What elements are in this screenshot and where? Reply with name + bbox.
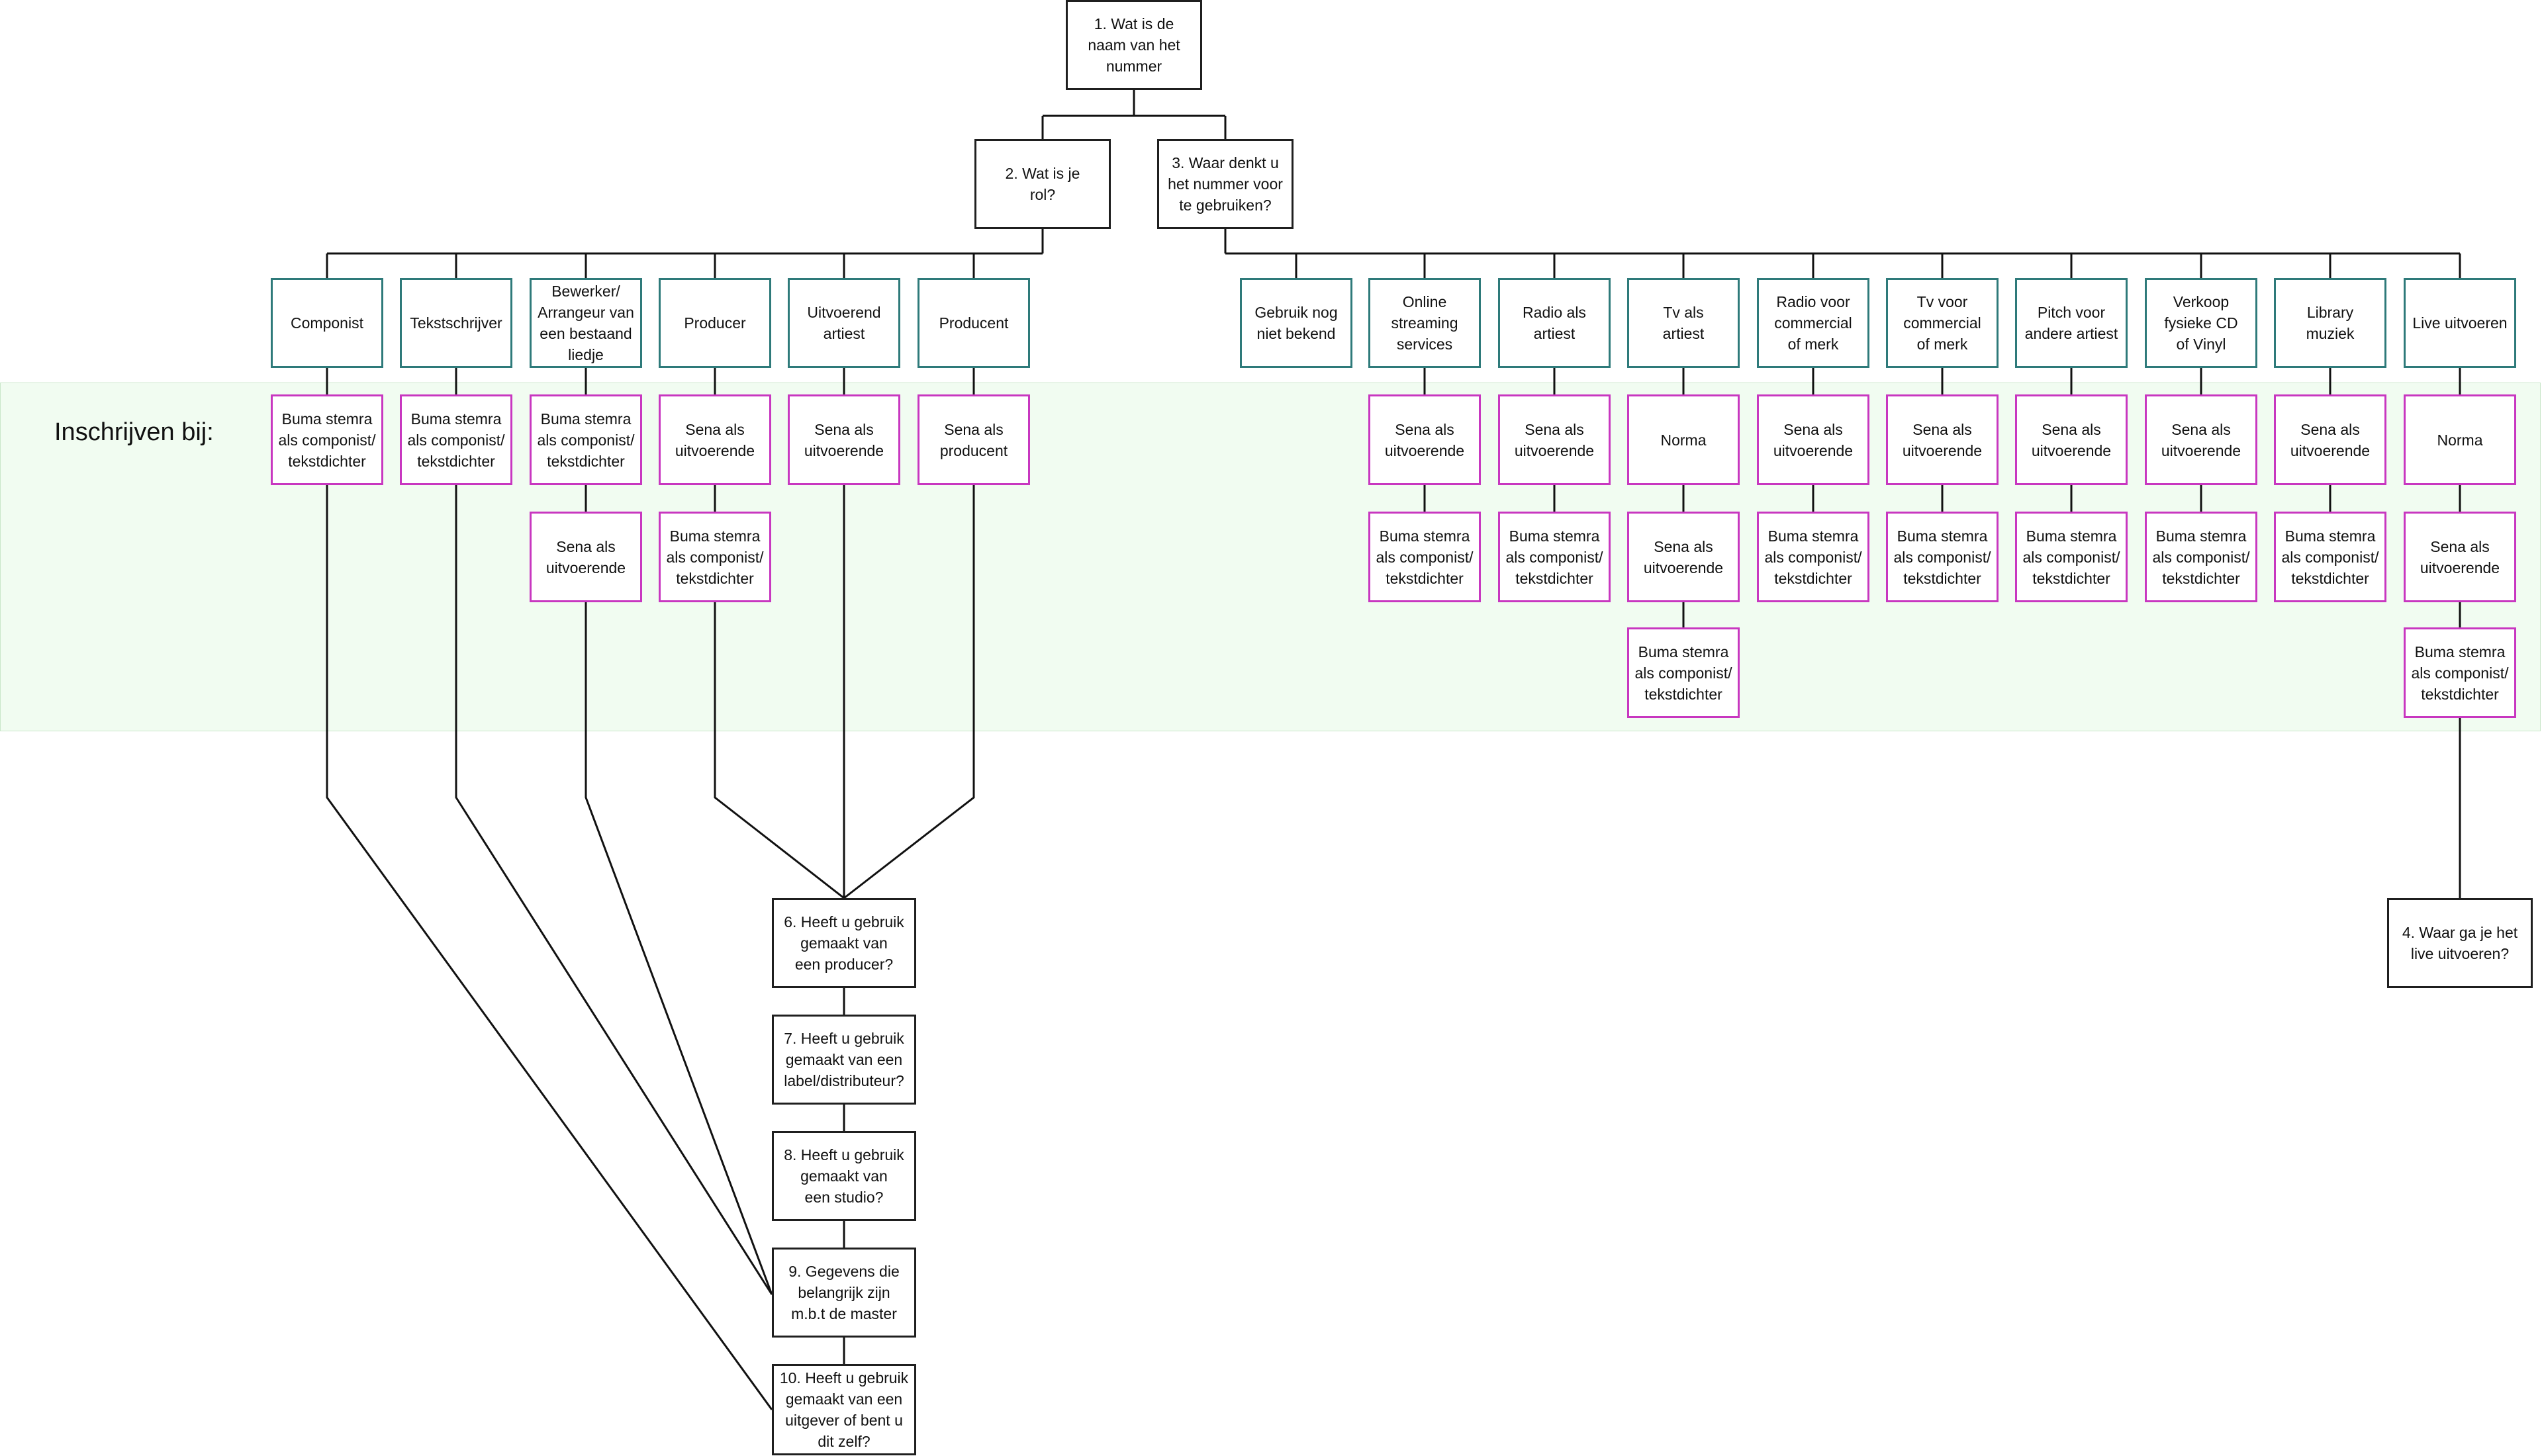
- usage-live-uitvoeren: Live uitvoeren: [2404, 278, 2516, 368]
- usage-nog-niet-bekend: Gebruik nog niet bekend: [1240, 278, 1352, 368]
- registration-buma-stemra: Buma stemra als componist/ tekstdichter: [1498, 512, 1611, 602]
- band-label: Inschrijven bij:: [54, 418, 214, 446]
- registration-buma-stemra: Buma stemra als componist/ tekstdichter: [2145, 512, 2257, 602]
- usage-tv-artiest: Tv als artiest: [1627, 278, 1740, 368]
- registration-sena-uitvoerende: Sena als uitvoerende: [1368, 394, 1481, 485]
- usage-radio-artiest: Radio als artiest: [1498, 278, 1611, 368]
- role-componist: Componist: [271, 278, 383, 368]
- role-uitvoerend-artiest: Uitvoerend artiest: [788, 278, 900, 368]
- question-10: 10. Heeft u gebruik gemaakt van een uitg…: [772, 1364, 916, 1455]
- question-8: 8. Heeft u gebruik gemaakt van een studi…: [772, 1131, 916, 1221]
- role-tekstschrijver: Tekstschrijver: [400, 278, 512, 368]
- registration-sena-uitvoerende: Sena als uitvoerende: [1498, 394, 1611, 485]
- registration-sena-uitvoerende: Sena als uitvoerende: [2015, 394, 2128, 485]
- usage-tv-commercial: Tv voor commercial of merk: [1886, 278, 1999, 368]
- role-producer: Producer: [659, 278, 771, 368]
- registration-buma-stemra: Buma stemra als componist/ tekstdichter: [271, 394, 383, 485]
- registration-buma-stemra: Buma stemra als componist/ tekstdichter: [1757, 512, 1869, 602]
- question-6: 6. Heeft u gebruik gemaakt van een produ…: [772, 898, 916, 988]
- usage-library-muziek: Library muziek: [2274, 278, 2386, 368]
- usage-verkoop-cd-vinyl: Verkoop fysieke CD of Vinyl: [2145, 278, 2257, 368]
- registration-buma-stemra: Buma stemra als componist/ tekstdichter: [2015, 512, 2128, 602]
- registration-sena-producent: Sena als producent: [918, 394, 1030, 485]
- question-7: 7. Heeft u gebruik gemaakt van een label…: [772, 1015, 916, 1105]
- registration-sena-uitvoerende: Sena als uitvoerende: [2404, 512, 2516, 602]
- question-2: 2. Wat is je rol?: [974, 139, 1111, 229]
- registration-buma-stemra: Buma stemra als componist/ tekstdichter: [2404, 627, 2516, 718]
- registration-sena-uitvoerende: Sena als uitvoerende: [659, 394, 771, 485]
- usage-radio-commercial: Radio voor commercial of merk: [1757, 278, 1869, 368]
- registration-buma-stemra: Buma stemra als componist/ tekstdichter: [530, 394, 642, 485]
- registration-sena-uitvoerende: Sena als uitvoerende: [1886, 394, 1999, 485]
- registration-buma-stemra: Buma stemra als componist/ tekstdichter: [2274, 512, 2386, 602]
- registration-sena-uitvoerende: Sena als uitvoerende: [1757, 394, 1869, 485]
- registration-buma-stemra: Buma stemra als componist/ tekstdichter: [1627, 627, 1740, 718]
- registration-buma-stemra: Buma stemra als componist/ tekstdichter: [1368, 512, 1481, 602]
- registration-norma: Norma: [2404, 394, 2516, 485]
- usage-online-streaming: Online streaming services: [1368, 278, 1481, 368]
- registration-buma-stemra: Buma stemra als componist/ tekstdichter: [400, 394, 512, 485]
- role-producent: Producent: [918, 278, 1030, 368]
- registration-norma: Norma: [1627, 394, 1740, 485]
- registration-buma-stemra: Buma stemra als componist/ tekstdichter: [1886, 512, 1999, 602]
- question-1: 1. Wat is de naam van het nummer: [1066, 0, 1202, 90]
- role-bewerker-arrangeur: Bewerker/ Arrangeur van een bestaand lie…: [530, 278, 642, 368]
- question-9: 9. Gegevens die belangrijk zijn m.b.t de…: [772, 1248, 916, 1338]
- registration-sena-uitvoerende: Sena als uitvoerende: [2145, 394, 2257, 485]
- question-4: 4. Waar ga je het live uitvoeren?: [2387, 898, 2533, 988]
- registration-sena-uitvoerende: Sena als uitvoerende: [2274, 394, 2386, 485]
- registration-sena-uitvoerende: Sena als uitvoerende: [1627, 512, 1740, 602]
- question-3: 3. Waar denkt u het nummer voor te gebru…: [1157, 139, 1294, 229]
- usage-pitch: Pitch voor andere artiest: [2015, 278, 2128, 368]
- registration-sena-uitvoerende: Sena als uitvoerende: [530, 512, 642, 602]
- registration-sena-uitvoerende: Sena als uitvoerende: [788, 394, 900, 485]
- registration-buma-stemra: Buma stemra als componist/ tekstdichter: [659, 512, 771, 602]
